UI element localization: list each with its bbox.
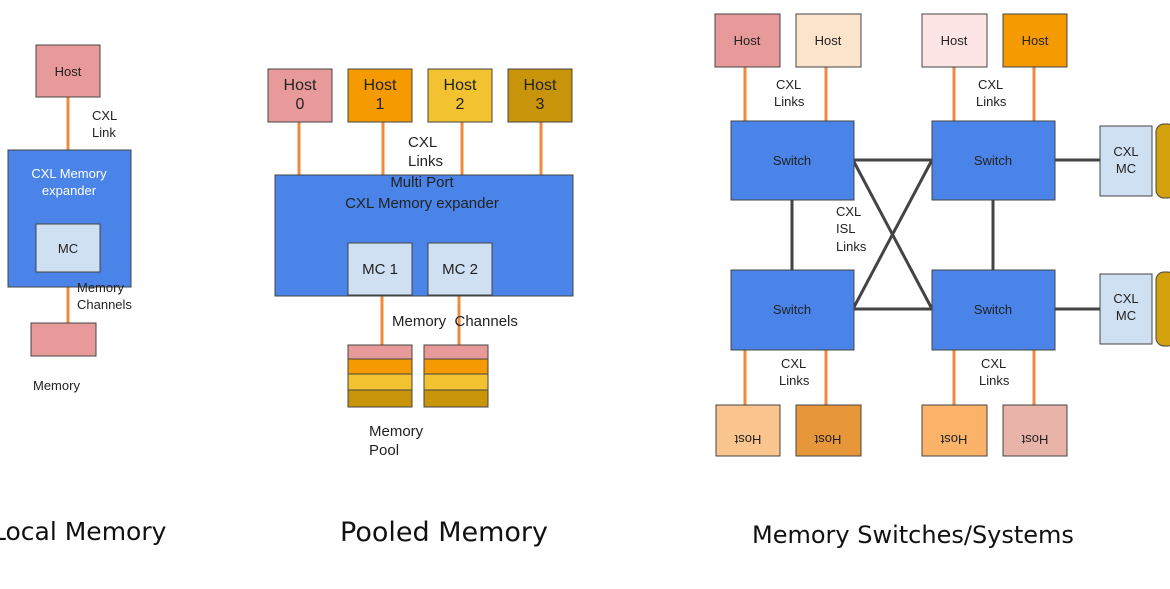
cxl-mc-top [1099, 125, 1153, 197]
local-memory-box [30, 322, 97, 357]
switch-bottom-left-label: Switch [773, 302, 811, 317]
pooled-host-0-num: 0 [296, 96, 305, 113]
pooled-host-2-num: 2 [456, 96, 465, 113]
pooled-host-1-label: Host [364, 77, 397, 94]
sw-bottom-links-label-right-2: Links [979, 373, 1010, 388]
pooled-mc1-label: MC 1 [362, 261, 398, 278]
memory-pool-label: Memory [369, 423, 424, 440]
pooled-mc2-box [427, 242, 493, 296]
local-host-box [35, 44, 101, 98]
isl-label: CXL [836, 204, 861, 219]
pooled-host-0-label: Host [284, 77, 317, 94]
sw-top-host-2 [795, 13, 862, 68]
sw-top-links-label-right-2: Links [976, 94, 1007, 109]
sw-top-host-2-label: Host [815, 33, 842, 48]
sw-top-host-1-label: Host [734, 33, 761, 48]
local-host-label: Host [55, 64, 82, 79]
local-memory-label: Memory [33, 378, 80, 393]
local-cxl-link-label: CXL [92, 108, 117, 123]
switch-top-left [730, 120, 855, 201]
switch-top-left-label: Switch [773, 153, 811, 168]
local-channels-label-2: Channels [77, 297, 132, 312]
pooled-mc1-box [347, 242, 413, 296]
isl-diagonal-2 [851, 159, 934, 310]
memory-pool-label-2: Pool [369, 442, 399, 459]
sw-bottom-host-4 [1002, 404, 1068, 457]
pooled-expander-label: Multi Port [390, 174, 454, 191]
local-memory-caption: Local Memory [0, 517, 167, 546]
sw-bottom-host-2-label: Host [814, 432, 841, 447]
pooled-host-3-num: 3 [536, 96, 545, 113]
cxl-mc-top-label: CXL [1113, 144, 1138, 159]
pooled-memory-panel: Host 0 Host 1 Host 2 Host 3 CXL Links Mu… [267, 68, 574, 548]
switch-top-right-label: Switch [974, 153, 1012, 168]
sw-top-links-label-left: CXL [776, 77, 801, 92]
sw-bottom-host-1-label: Host [734, 432, 761, 447]
pooled-channels-label: Memory Channels [392, 313, 518, 330]
pooled-host-2-label: Host [444, 77, 477, 94]
local-expander-label: CXL Memory [31, 166, 107, 181]
memory-cylinder-bottom [1155, 271, 1170, 347]
pooled-host-0 [267, 68, 333, 123]
pooled-host-2 [427, 68, 493, 123]
isl-label-3: Links [836, 239, 867, 254]
memory-pool-stack-2 [423, 344, 489, 408]
sw-bottom-host-3 [921, 404, 988, 457]
switch-top-right [931, 120, 1056, 201]
pooled-host-3-label: Host [524, 77, 557, 94]
memory-pool-stack-1 [347, 344, 413, 408]
local-cxl-link-label-2: Link [92, 125, 116, 140]
cxl-mc-bottom [1099, 273, 1153, 345]
sw-top-host-3-label: Host [941, 33, 968, 48]
sw-top-host-4-label: Host [1022, 33, 1049, 48]
switched-memory-panel: Host Host Host Host CXL Links CXL Links … [714, 13, 1170, 549]
cxl-mc-bottom-label: CXL [1113, 291, 1138, 306]
sw-top-host-4 [1002, 13, 1068, 68]
sw-bottom-links-label-right: CXL [981, 356, 1006, 371]
pooled-links-label: CXL [408, 134, 437, 151]
pooled-links-label-2: Links [408, 153, 443, 170]
sw-top-links-label-right: CXL [978, 77, 1003, 92]
sw-bottom-host-1 [715, 404, 781, 457]
pooled-host-1 [347, 68, 413, 123]
switched-memory-caption: Memory Switches/Systems [752, 521, 1074, 549]
memory-cylinder-top [1155, 123, 1170, 199]
local-memory-panel: Host CXL Link CXL Memory expander MC Mem… [0, 44, 167, 546]
switch-bottom-left [730, 269, 855, 351]
isl-label-2: ISL [836, 221, 856, 236]
sw-top-host-1 [714, 13, 781, 68]
local-mc-box [35, 223, 101, 273]
sw-bottom-host-2 [795, 404, 862, 457]
sw-top-links-label-left-2: Links [774, 94, 805, 109]
pooled-host-1-num: 1 [376, 96, 385, 113]
switch-bottom-right-label: Switch [974, 302, 1012, 317]
cxl-mc-top-label-2: MC [1116, 161, 1136, 176]
local-expander-label-2: expander [42, 183, 97, 198]
sw-bottom-links-label-left: CXL [781, 356, 806, 371]
sw-bottom-links-label-left-2: Links [779, 373, 810, 388]
sw-top-host-3 [921, 13, 988, 68]
sw-bottom-host-4-label: Host [1021, 432, 1048, 447]
pooled-expander-label-2: CXL Memory expander [345, 195, 499, 212]
pooled-memory-expander [274, 174, 574, 297]
pooled-memory-caption: Pooled Memory [340, 517, 548, 548]
switch-bottom-right [931, 269, 1056, 351]
cxl-mc-bottom-label-2: MC [1116, 308, 1136, 323]
local-channels-label: Memory [77, 280, 124, 295]
sw-bottom-host-3-label: Host [940, 432, 967, 447]
pooled-host-3 [507, 68, 573, 123]
pooled-mc2-label: MC 2 [442, 261, 478, 278]
local-mc-label: MC [58, 241, 78, 256]
